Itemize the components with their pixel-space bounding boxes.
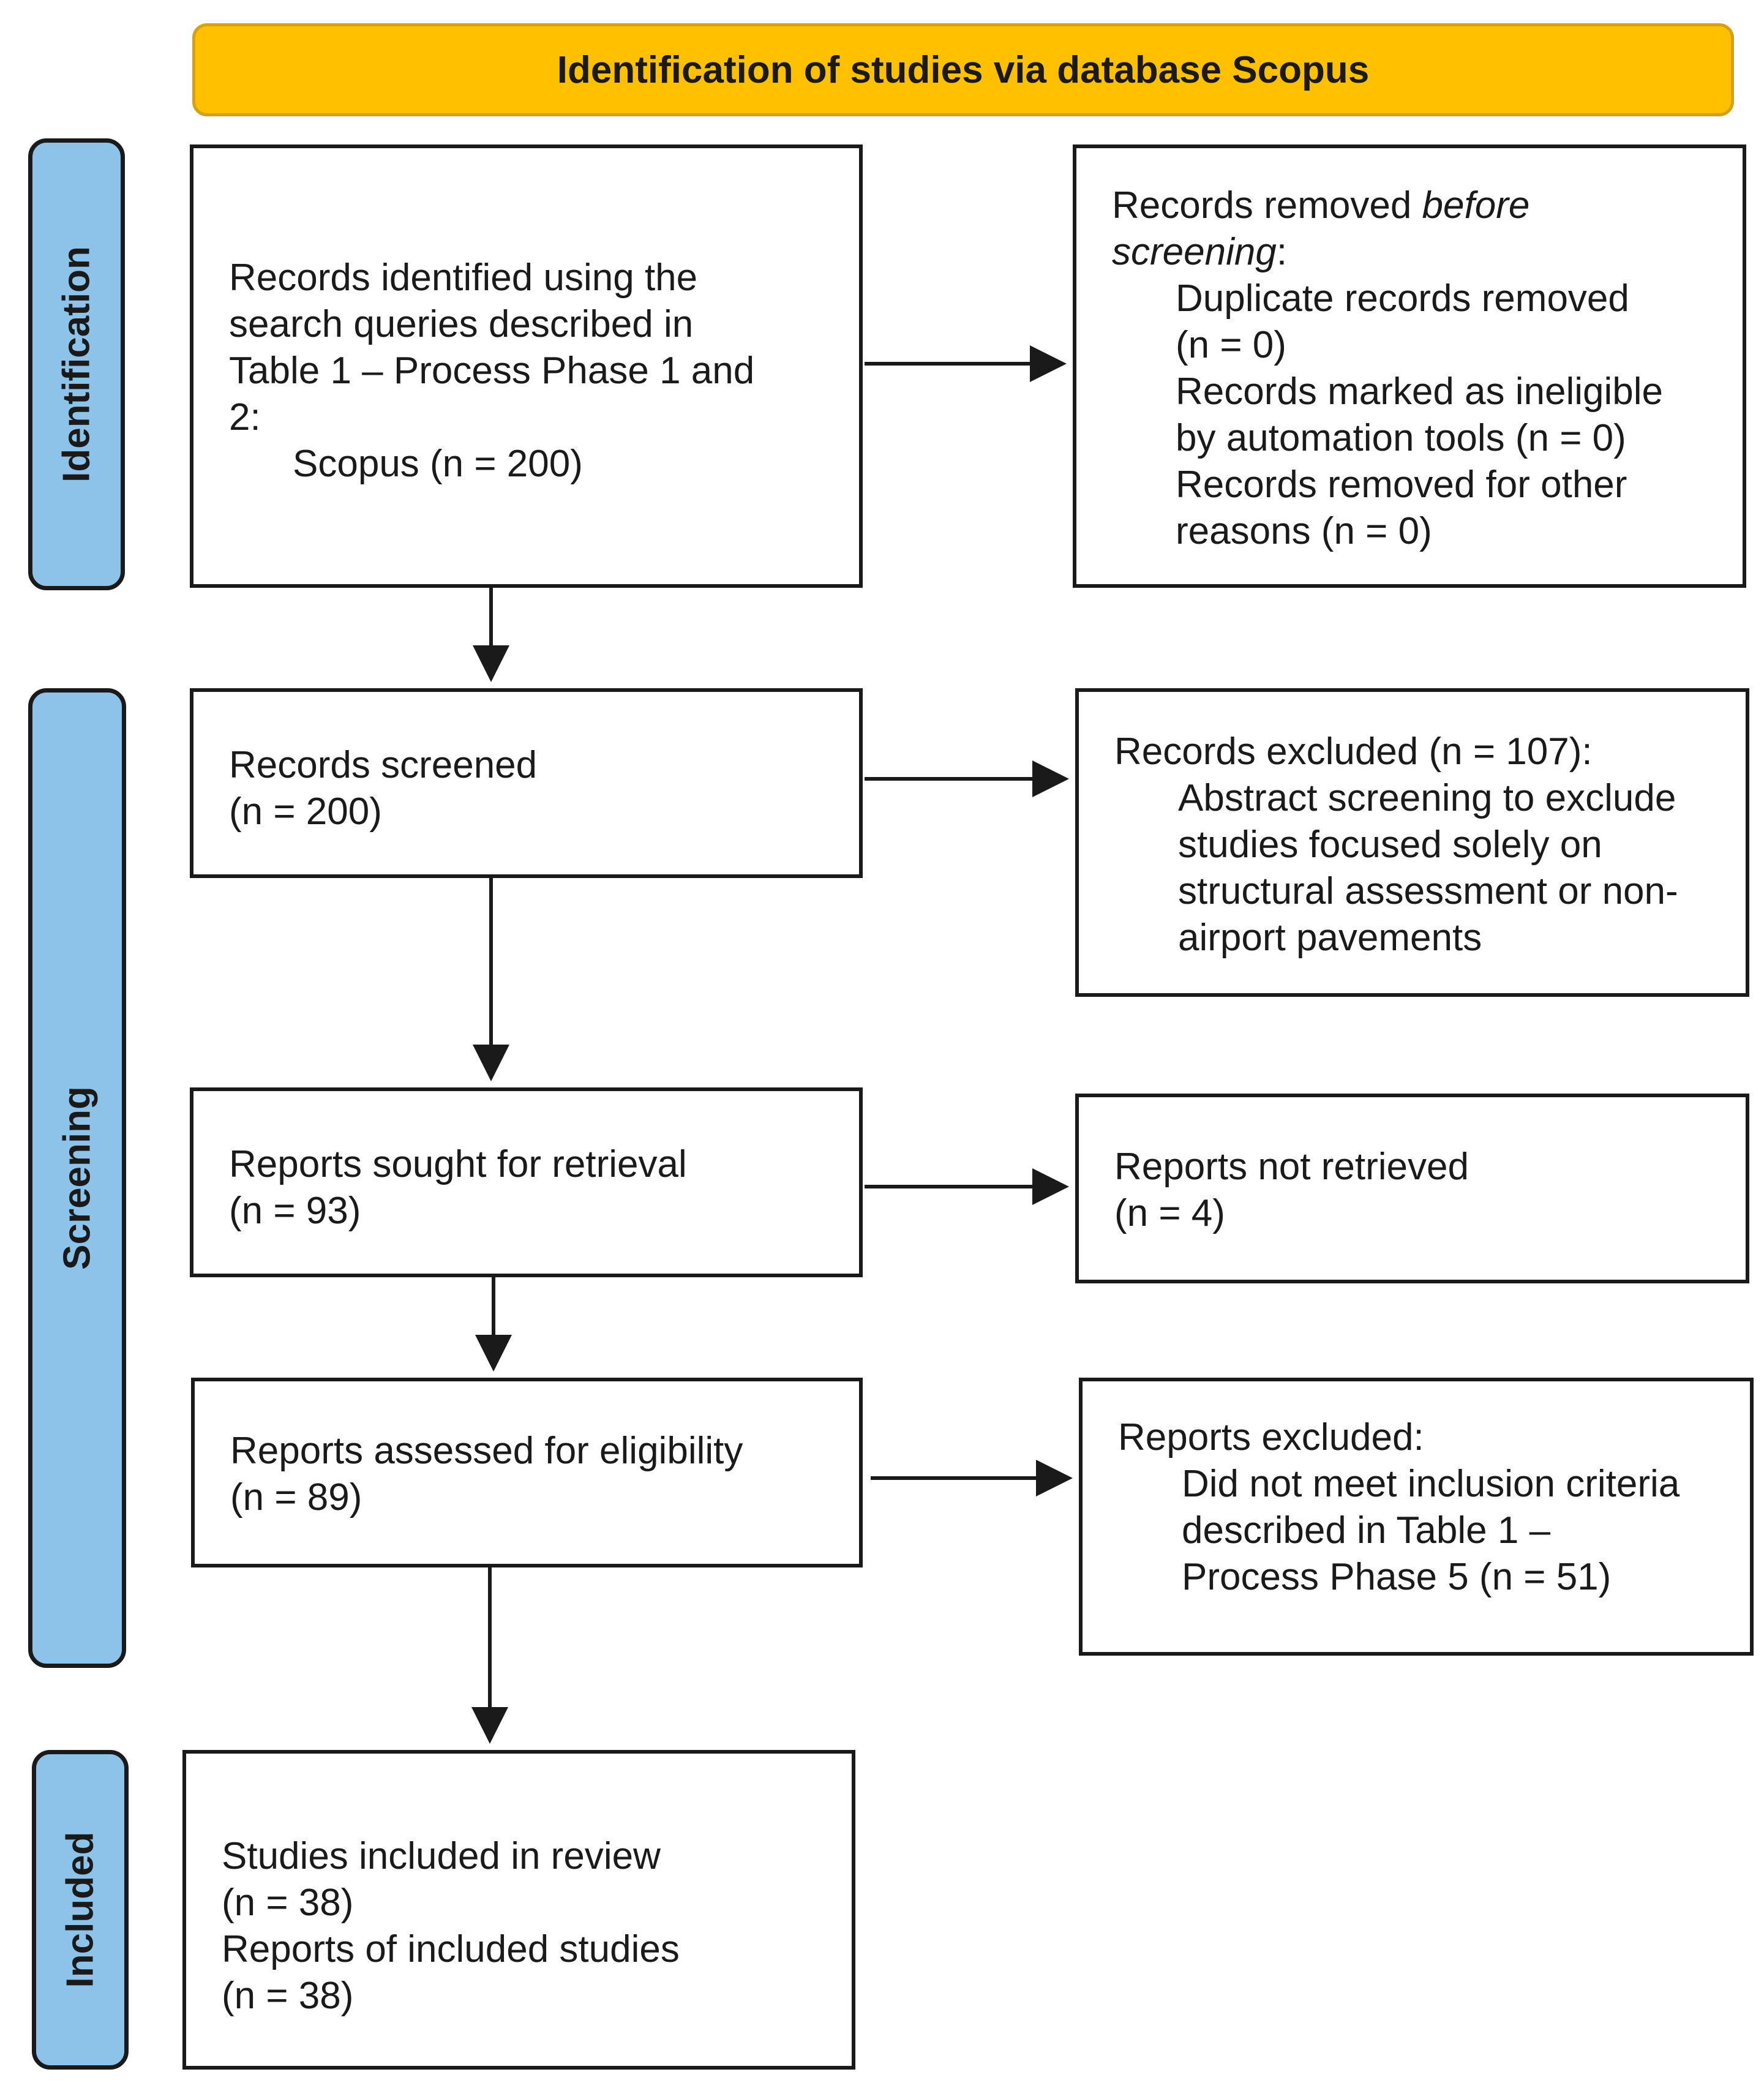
reports-not-retrieved-label: Reports not retrieved bbox=[1114, 1146, 1469, 1188]
records-excluded-box: Records excluded (n = 107): Abstract scr… bbox=[1075, 688, 1749, 997]
reports-assessed-box: Reports assessed for eligibility (n = 89… bbox=[191, 1378, 863, 1567]
reports-sought-count: (n = 93) bbox=[229, 1190, 361, 1232]
header-title: Identification of studies via database S… bbox=[557, 48, 1370, 91]
reports-excluded-heading: Reports excluded: bbox=[1118, 1416, 1424, 1458]
studies-included-count: (n = 38) bbox=[222, 1882, 354, 1924]
reports-assessed-count: (n = 89) bbox=[230, 1476, 362, 1519]
reports-sought-box: Reports sought for retrieval (n = 93) bbox=[190, 1087, 863, 1277]
phase-screening: Screening bbox=[28, 688, 126, 1668]
reports-included-label: Reports of included studies bbox=[222, 1928, 680, 1970]
phase-included: Included bbox=[32, 1750, 129, 2070]
reports-excluded-item: described in Table 1 – bbox=[1182, 1509, 1551, 1552]
records-removed-heading-prefix: Records removed bbox=[1112, 184, 1422, 227]
records-excluded-item: structural assessment or non- bbox=[1178, 870, 1678, 912]
records-identified-line: Records identified using the bbox=[229, 257, 698, 299]
records-removed-box: Records removed before screening: Duplic… bbox=[1073, 145, 1746, 588]
records-removed-item: reasons (n = 0) bbox=[1176, 510, 1432, 552]
records-excluded-item: Abstract screening to exclude bbox=[1178, 777, 1676, 819]
records-removed-item: by automation tools (n = 0) bbox=[1176, 417, 1626, 459]
reports-excluded-item: Did not meet inclusion criteria bbox=[1182, 1463, 1680, 1505]
diagram-header: Identification of studies via database S… bbox=[192, 23, 1734, 116]
reports-excluded-item: Process Phase 5 (n = 51) bbox=[1182, 1556, 1612, 1598]
records-removed-heading-line2: screening: bbox=[1112, 229, 1743, 276]
records-excluded-heading: Records excluded (n = 107): bbox=[1114, 730, 1593, 773]
records-identified-line: 2: bbox=[229, 396, 261, 438]
records-identified-box: Records identified using the search quer… bbox=[190, 145, 863, 588]
reports-not-retrieved-count: (n = 4) bbox=[1114, 1192, 1225, 1234]
phase-identification: Identification bbox=[28, 138, 125, 590]
reports-not-retrieved-box: Reports not retrieved (n = 4) bbox=[1075, 1094, 1749, 1283]
studies-included-label: Studies included in review bbox=[222, 1835, 661, 1877]
records-screened-label: Records screened bbox=[229, 744, 538, 786]
records-screened-box: Records screened (n = 200) bbox=[190, 688, 863, 878]
records-removed-heading: Records removed before bbox=[1112, 182, 1743, 229]
records-removed-item: (n = 0) bbox=[1176, 324, 1286, 366]
records-removed-heading-line2-italic: screening bbox=[1112, 231, 1277, 273]
records-removed-item: Records marked as ineligible bbox=[1176, 370, 1664, 413]
reports-included-count: (n = 38) bbox=[222, 1975, 354, 2017]
studies-included-box: Studies included in review (n = 38) Repo… bbox=[182, 1750, 855, 2070]
records-removed-item: Records removed for other bbox=[1176, 464, 1627, 506]
records-removed-heading-italic: before bbox=[1422, 184, 1530, 227]
records-identified-line: search queries described in bbox=[229, 303, 694, 345]
records-removed-item: Duplicate records removed bbox=[1176, 277, 1629, 320]
records-excluded-item: studies focused solely on bbox=[1178, 824, 1602, 866]
reports-assessed-label: Reports assessed for eligibility bbox=[230, 1430, 743, 1472]
reports-sought-label: Reports sought for retrieval bbox=[229, 1143, 687, 1185]
records-removed-heading-line2-suffix: : bbox=[1276, 231, 1288, 273]
records-identified-source: Scopus (n = 200) bbox=[293, 443, 583, 485]
records-screened-count: (n = 200) bbox=[229, 790, 382, 833]
records-identified-line: Table 1 – Process Phase 1 and bbox=[229, 350, 755, 392]
records-excluded-item: airport pavements bbox=[1178, 917, 1482, 959]
reports-excluded-box: Reports excluded: Did not meet inclusion… bbox=[1079, 1378, 1754, 1656]
